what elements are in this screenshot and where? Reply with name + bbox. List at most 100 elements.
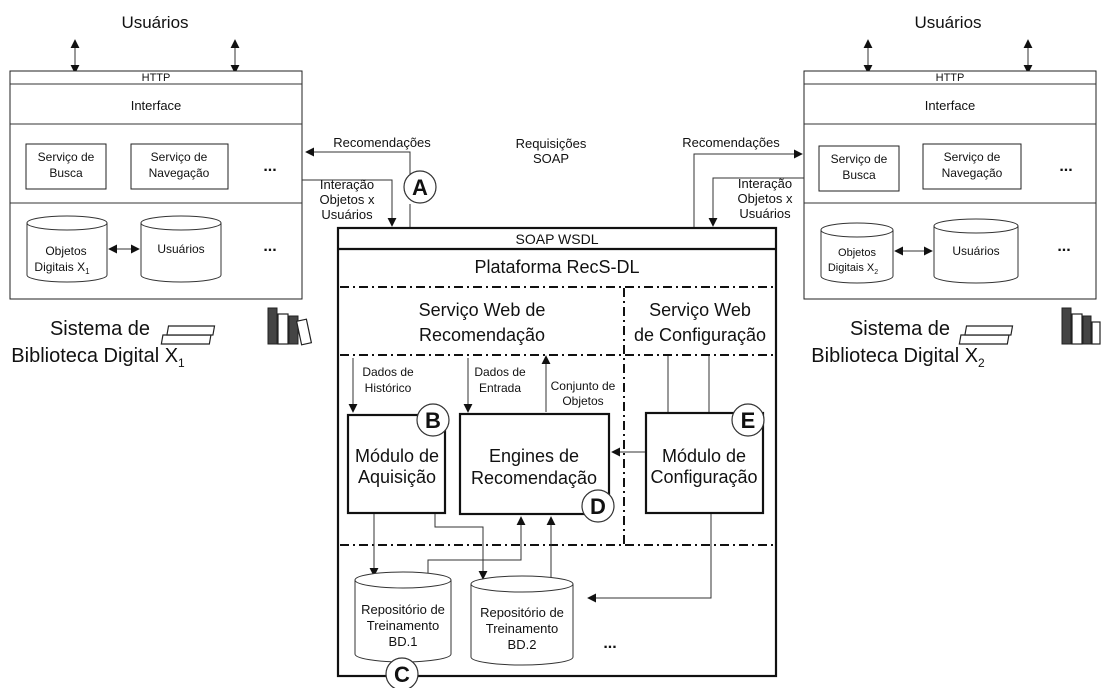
repo1-line2: Treinamento [367, 618, 440, 633]
badge-a: A [403, 170, 437, 204]
config-module-line1: Módulo de [662, 446, 746, 466]
left-services-ellipsis: ... [263, 158, 276, 175]
engines-line1: Engines de [489, 446, 579, 466]
config-web-service-line2: de Configuração [634, 325, 766, 345]
svg-text:B: B [425, 408, 441, 433]
left-library: Usuários HTTP Interface Serviço de Busca… [9, 13, 313, 370]
left-recommendations-label: Recomendações [333, 135, 431, 150]
config-web-service-line1: Serviço Web [649, 300, 751, 320]
right-services-ellipsis: ... [1059, 158, 1072, 175]
right-interaction-line3: Usuários [739, 206, 791, 221]
right-navigation-service [922, 143, 1022, 190]
right-recommendations-arrow [693, 149, 803, 228]
right-interaction-line1: Interação [738, 176, 792, 191]
left-digital-objects-line2: Digitais X1 [34, 260, 90, 276]
svg-text:A: A [412, 175, 428, 200]
left-search-service-line1: Serviço de [38, 150, 95, 164]
left-search-service-line2: Busca [49, 166, 83, 180]
right-navigation-service-line1: Serviço de [944, 150, 1001, 164]
repo2-line3: BD.2 [508, 637, 537, 652]
soap-requests-line1: Requisições [516, 136, 587, 151]
right-flows: Recomendações Interação Objetos x Usuári… [682, 135, 804, 228]
training-repository-1: Repositório de Treinamento BD.1 [354, 571, 452, 663]
acquisition-to-repo2-arrow [434, 514, 488, 580]
object-set-line1: Conjunto de [551, 379, 616, 393]
history-data-line1: Dados de [362, 365, 414, 379]
left-navigation-service-line1: Serviço de [151, 150, 208, 164]
right-system-name-line1: Sistema de [850, 318, 950, 340]
engines-line2: Recomendação [471, 468, 597, 488]
repo1-line3: BD.1 [389, 634, 418, 649]
repo1-line1: Repositório de [361, 602, 445, 617]
svg-text:D: D [590, 494, 606, 519]
left-users-db: Usuários [140, 215, 222, 283]
left-digital-objects-db: Objetos Digitais X1 [26, 215, 108, 283]
config-to-repo2-arrow [587, 514, 712, 603]
right-dbs-ellipsis: ... [1057, 238, 1070, 255]
repo1-to-engines-arrow [427, 516, 526, 575]
right-digital-objects-db: Objetos Digitais X2 [820, 222, 894, 284]
platform: SOAP WSDL Plataforma RecS-DL Serviço Web… [336, 226, 778, 678]
input-data-line2: Entrada [479, 381, 521, 395]
rec-web-service-line2: Recomendação [419, 325, 545, 345]
repo-ellipsis: ... [603, 635, 616, 652]
left-system-name-line2: Biblioteca Digital X1 [11, 345, 185, 370]
right-system-name-line2: Biblioteca Digital X2 [811, 345, 985, 370]
right-users-db-label: Usuários [952, 244, 999, 258]
left-interaction-line2: Objetos x [320, 192, 375, 207]
platform-frame [336, 226, 778, 678]
left-navigation-service [130, 143, 229, 190]
repo2-line1: Repositório de [480, 605, 564, 620]
right-interaction-arrow [708, 177, 804, 227]
left-navigation-service-line2: Navegação [149, 166, 210, 180]
left-users-label: Usuários [121, 13, 188, 32]
history-data-line2: Histórico [365, 381, 412, 395]
left-http-label: HTTP [142, 72, 171, 84]
badge-d: D [581, 489, 615, 523]
soap-wsdl-label: SOAP WSDL [516, 231, 599, 247]
right-users-db: Usuários [933, 218, 1019, 284]
left-interaction-arrow [302, 179, 397, 227]
platform-title: Plataforma RecS-DL [474, 257, 639, 277]
left-dbs-ellipsis: ... [263, 238, 276, 255]
right-interaction-line2: Objetos x [738, 191, 793, 206]
acquisition-module-line2: Aquisição [358, 467, 436, 487]
right-recommendations-label: Recomendações [682, 135, 780, 150]
badge-c: C [385, 657, 419, 688]
badge-b: B [416, 403, 450, 437]
svg-text:E: E [741, 408, 756, 433]
training-repository-2: Repositório de Treinamento BD.2 [470, 575, 574, 666]
config-module-line2: Configuração [650, 467, 757, 487]
soap-requests-line2: SOAP [533, 151, 569, 166]
acquisition-module-line1: Módulo de [355, 446, 439, 466]
input-data-line1: Dados de [474, 365, 526, 379]
left-recommendations-arrow [305, 147, 411, 178]
repo2-line2: Treinamento [486, 621, 559, 636]
right-search-service [818, 145, 900, 192]
left-books-icon [160, 307, 313, 346]
right-navigation-service-line2: Navegação [942, 166, 1003, 180]
left-digital-objects-line1: Objetos [45, 244, 86, 258]
soap-requests: Requisições SOAP [516, 136, 587, 166]
right-digital-objects-line2: Digitais X2 [828, 262, 878, 276]
right-library: Usuários HTTP Interface Serviço de Busca… [803, 13, 1101, 370]
right-search-service-line1: Serviço de [831, 152, 888, 166]
left-users-db-label: Usuários [157, 242, 204, 256]
right-http-label: HTTP [936, 72, 965, 84]
rec-web-service-line1: Serviço Web de [419, 300, 546, 320]
left-interaction-line3: Usuários [321, 207, 373, 222]
left-flows: Recomendações Interação Objetos x Usuári… [302, 135, 431, 227]
right-digital-objects-line1: Objetos [838, 247, 876, 259]
left-system-name-line1: Sistema de [50, 318, 150, 340]
left-search-service [25, 143, 107, 190]
right-books-icon [958, 307, 1101, 345]
right-search-service-line2: Busca [842, 168, 876, 182]
svg-text:C: C [394, 662, 410, 687]
badge-e: E [731, 403, 765, 437]
left-interaction-line1: Interação [320, 177, 374, 192]
left-interface-label: Interface [131, 98, 182, 113]
right-interface-label: Interface [925, 98, 976, 113]
object-set-line2: Objetos [562, 394, 603, 408]
